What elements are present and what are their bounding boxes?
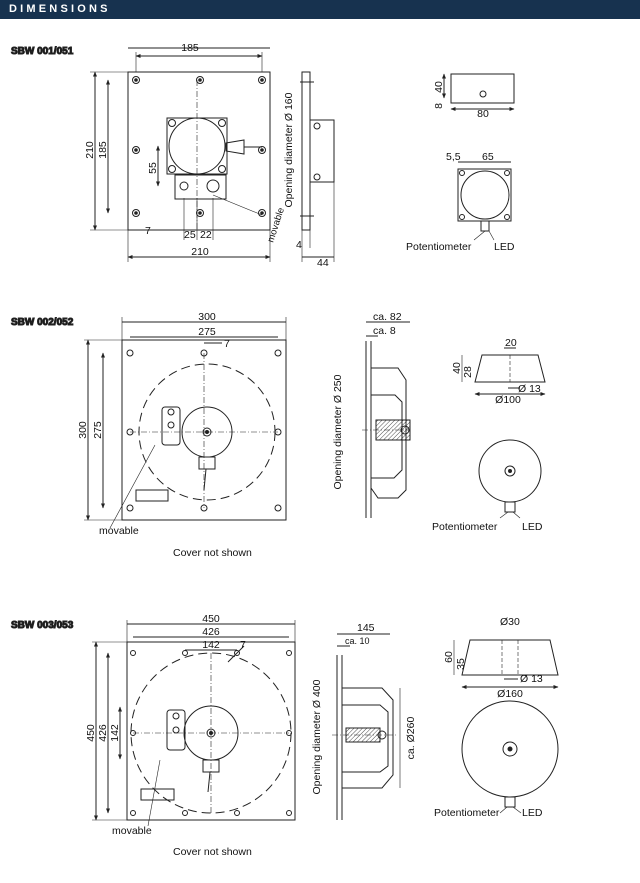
sbw1-top-width: 80 (477, 108, 489, 120)
sbw3-ca-260: ca. Ø260 (405, 717, 417, 760)
sbw3-depth-145: 145 (357, 622, 375, 634)
sbw2-top-100: Ø100 (495, 394, 521, 406)
sbw2-side-plate (365, 341, 372, 518)
sbw2-led-label: LED (522, 521, 543, 533)
sbw3-top-60: 60 (443, 651, 455, 663)
sbw3-plate (126, 641, 296, 821)
section-title: DIMENSIONS (9, 3, 111, 15)
sbw2-movable-label: movable (99, 525, 139, 537)
sbw2-top-13: Ø 13 (518, 383, 541, 395)
sbw3-side-plate (336, 655, 343, 820)
sbw1-movable-label: movable (265, 206, 287, 244)
sbw3-top-160: Ø160 (497, 688, 523, 700)
sbw3-height-outer: 450 (85, 724, 97, 742)
sbw1-side-plate (301, 71, 311, 231)
sbw2-top-28: 28 (462, 366, 474, 378)
sbw3-cover-note: Cover not shown (173, 846, 252, 858)
sbw3-top-35: 35 (455, 658, 467, 670)
sbw1-led-label: LED (494, 241, 515, 253)
sbw1-top-height: 40 (433, 81, 445, 93)
sbw3-top-30: Ø30 (500, 616, 520, 628)
sbw1-drawing-group: SBW 001/051 185 (11, 42, 515, 269)
sbw1-height-inner: 185 (97, 141, 109, 159)
sbw2-spacing-7: 7 (224, 338, 230, 350)
section-header: DIMENSIONS (0, 0, 640, 19)
sbw1-top-view (450, 73, 515, 104)
sbw3-led-label: LED (522, 807, 543, 819)
sbw3-top-view (461, 639, 559, 676)
sbw3-ca-10: ca. 10 (345, 636, 370, 646)
sbw2-potentiometer-label: Potentiometer (432, 521, 498, 533)
sbw2-top-20: 20 (505, 337, 517, 349)
sbw1-spacing-7: 7 (145, 225, 151, 237)
sbw1-model-label: SBW 001/051 (11, 46, 74, 57)
sbw3-movable-label: movable (112, 825, 152, 837)
sbw1-front-view (457, 168, 512, 222)
sbw2-nameplate (135, 489, 169, 502)
sbw1-spacing-25: 25 (184, 229, 196, 241)
sbw2-width-outer: 300 (198, 311, 216, 323)
sbw1-potentiometer-label: Potentiometer (406, 241, 472, 253)
sbw3-drawing-group: SBW 003/053 movable Cover not shown 450 … (11, 613, 559, 858)
sbw3-potentiometer-label: Potentiometer (434, 807, 500, 819)
sbw1-gap-55: 55 (147, 162, 159, 174)
sbw2-height-outer: 300 (77, 421, 89, 439)
sbw2-top-view (474, 354, 546, 383)
sbw1-depth-4: 4 (296, 239, 302, 251)
sbw2-drawing-group: SBW 002/052 movable Cover not shown 300 … (11, 311, 546, 559)
sbw3-top-13: Ø 13 (520, 673, 543, 685)
sbw2-plate (121, 339, 287, 521)
sbw1-spacing-22: 22 (200, 229, 212, 241)
sbw3-model-label: SBW 003/053 (11, 620, 74, 631)
sbw3-width-426: 426 (202, 626, 220, 638)
sbw3-spacing-7: 7 (240, 639, 246, 651)
sbw3-width-outer: 450 (202, 613, 220, 625)
sbw1-width-top: 185 (181, 42, 199, 54)
sbw1-front-5-5: 5,5 (446, 151, 461, 163)
sbw3-width-142: 142 (202, 639, 220, 651)
sbw1-width-bottom: 210 (191, 246, 209, 258)
dimension-drawings: SBW 001/051 185 (11, 42, 559, 858)
sbw3-height-426: 426 (97, 724, 109, 742)
sbw3-opening-diameter: Opening diameter Ø 400 (311, 679, 323, 794)
sbw3-height-142: 142 (109, 724, 121, 742)
sbw1-front-65: 65 (482, 151, 494, 163)
sbw2-width-inner: 275 (198, 326, 216, 338)
sbw2-cover-note: Cover not shown (173, 547, 252, 559)
sbw2-top-40: 40 (451, 362, 463, 374)
sbw2-opening-diameter: Opening diameter Ø 250 (332, 374, 344, 489)
sbw1-depth-44: 44 (317, 257, 329, 269)
sbw2-model-label: SBW 002/052 (11, 317, 74, 328)
sbw1-height-outer: 210 (84, 141, 96, 159)
sbw1-plate (127, 71, 271, 231)
sbw2-height-inner: 275 (92, 421, 104, 439)
sbw3-nameplate (140, 788, 175, 801)
sbw2-ca-8: ca. 8 (373, 325, 396, 337)
sbw1-top-8: 8 (433, 103, 445, 109)
sbw2-ca-82: ca. 82 (373, 311, 402, 323)
sbw1-opening-diameter: Opening diameter Ø 160 (283, 92, 295, 207)
